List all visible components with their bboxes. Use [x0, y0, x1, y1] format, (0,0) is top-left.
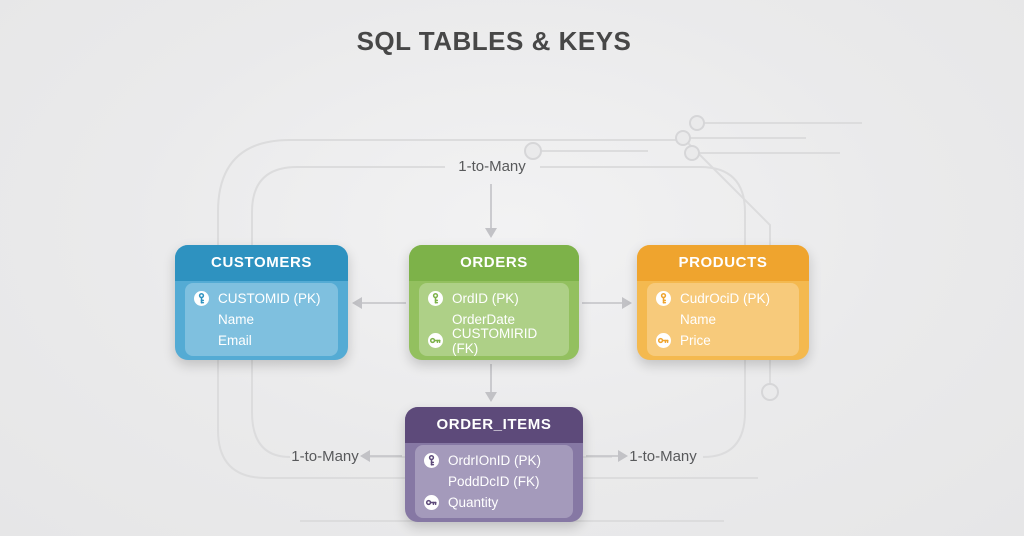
table-card-customers: CUSTOMERS CUSTOMID (PK) Name Email	[175, 245, 348, 360]
table-row: OrdrIOnID (PK)	[424, 450, 564, 471]
no-icon-spacer	[656, 312, 671, 327]
column-name: OrdrIOnID (PK)	[448, 453, 542, 468]
column-name: Quantity	[448, 495, 499, 510]
table-row: CUSTOMIRID (FK)	[428, 326, 560, 356]
primary-key-icon	[194, 291, 209, 306]
table-title-orders: ORDERS	[409, 245, 579, 281]
table-row: CudrOciD (PK)	[656, 288, 790, 309]
column-name: CUSTOMIRID (FK)	[452, 325, 538, 356]
table-title-products: PRODUCTS	[637, 245, 809, 281]
foreign-key-icon	[656, 333, 671, 348]
table-title-customers: CUSTOMERS	[175, 245, 348, 281]
relationship-label-bottom-left: 1-to-Many	[291, 448, 359, 465]
table-body-orders: OrdID (PK) OrderDate CUSTOMIRID (FK)	[419, 283, 569, 356]
table-card-products: PRODUCTS CudrOciD (PK) Name Price	[637, 245, 809, 360]
no-icon-spacer	[424, 474, 439, 489]
column-name: Email	[218, 333, 252, 348]
table-body-order-items: OrdrIOnID (PK) PoddDcID (FK) Quantity	[415, 445, 573, 518]
column-name: Name	[218, 312, 255, 327]
column-name: CudrOciD (PK)	[680, 291, 771, 306]
table-row: Quantity	[424, 492, 564, 513]
no-icon-spacer	[428, 312, 443, 327]
table-row: Price	[656, 330, 790, 351]
table-row: OrdID (PK)	[428, 288, 560, 309]
table-card-order-items: ORDER_ITEMS OrdrIOnID (PK) PoddDcID (FK)…	[405, 407, 583, 522]
table-row: Name	[656, 309, 790, 330]
column-name: CUSTOMID (PK)	[218, 291, 321, 306]
foreign-key-icon	[428, 333, 443, 348]
column-name: OrderDate	[452, 312, 516, 327]
column-name: Name	[680, 312, 717, 327]
column-name: PoddDcID (FK)	[448, 474, 540, 489]
relationship-label-bottom-right: 1-to-Many	[629, 448, 697, 465]
no-icon-spacer	[194, 312, 209, 327]
foreign-key-icon	[424, 495, 439, 510]
column-name: OrdID (PK)	[452, 291, 519, 306]
column-name: Price	[680, 333, 711, 348]
page-title: SQL TABLES & KEYS	[356, 26, 632, 56]
table-title-order-items: ORDER_ITEMS	[405, 407, 583, 443]
primary-key-icon	[656, 291, 671, 306]
table-card-orders: ORDERS OrdID (PK) OrderDate CUSTOMIRID (…	[409, 245, 579, 360]
table-row: CUSTOMID (PK)	[194, 288, 329, 309]
table-body-products: CudrOciD (PK) Name Price	[647, 283, 799, 356]
table-row: PoddDcID (FK)	[424, 471, 564, 492]
table-row: Name	[194, 309, 329, 330]
table-row: OrderDate	[428, 309, 560, 330]
primary-key-icon	[428, 291, 443, 306]
relationship-label-top: 1-to-Many	[458, 158, 526, 175]
table-body-customers: CUSTOMID (PK) Name Email	[185, 283, 338, 356]
no-icon-spacer	[194, 333, 209, 348]
primary-key-icon	[424, 453, 439, 468]
table-row: Email	[194, 330, 329, 351]
